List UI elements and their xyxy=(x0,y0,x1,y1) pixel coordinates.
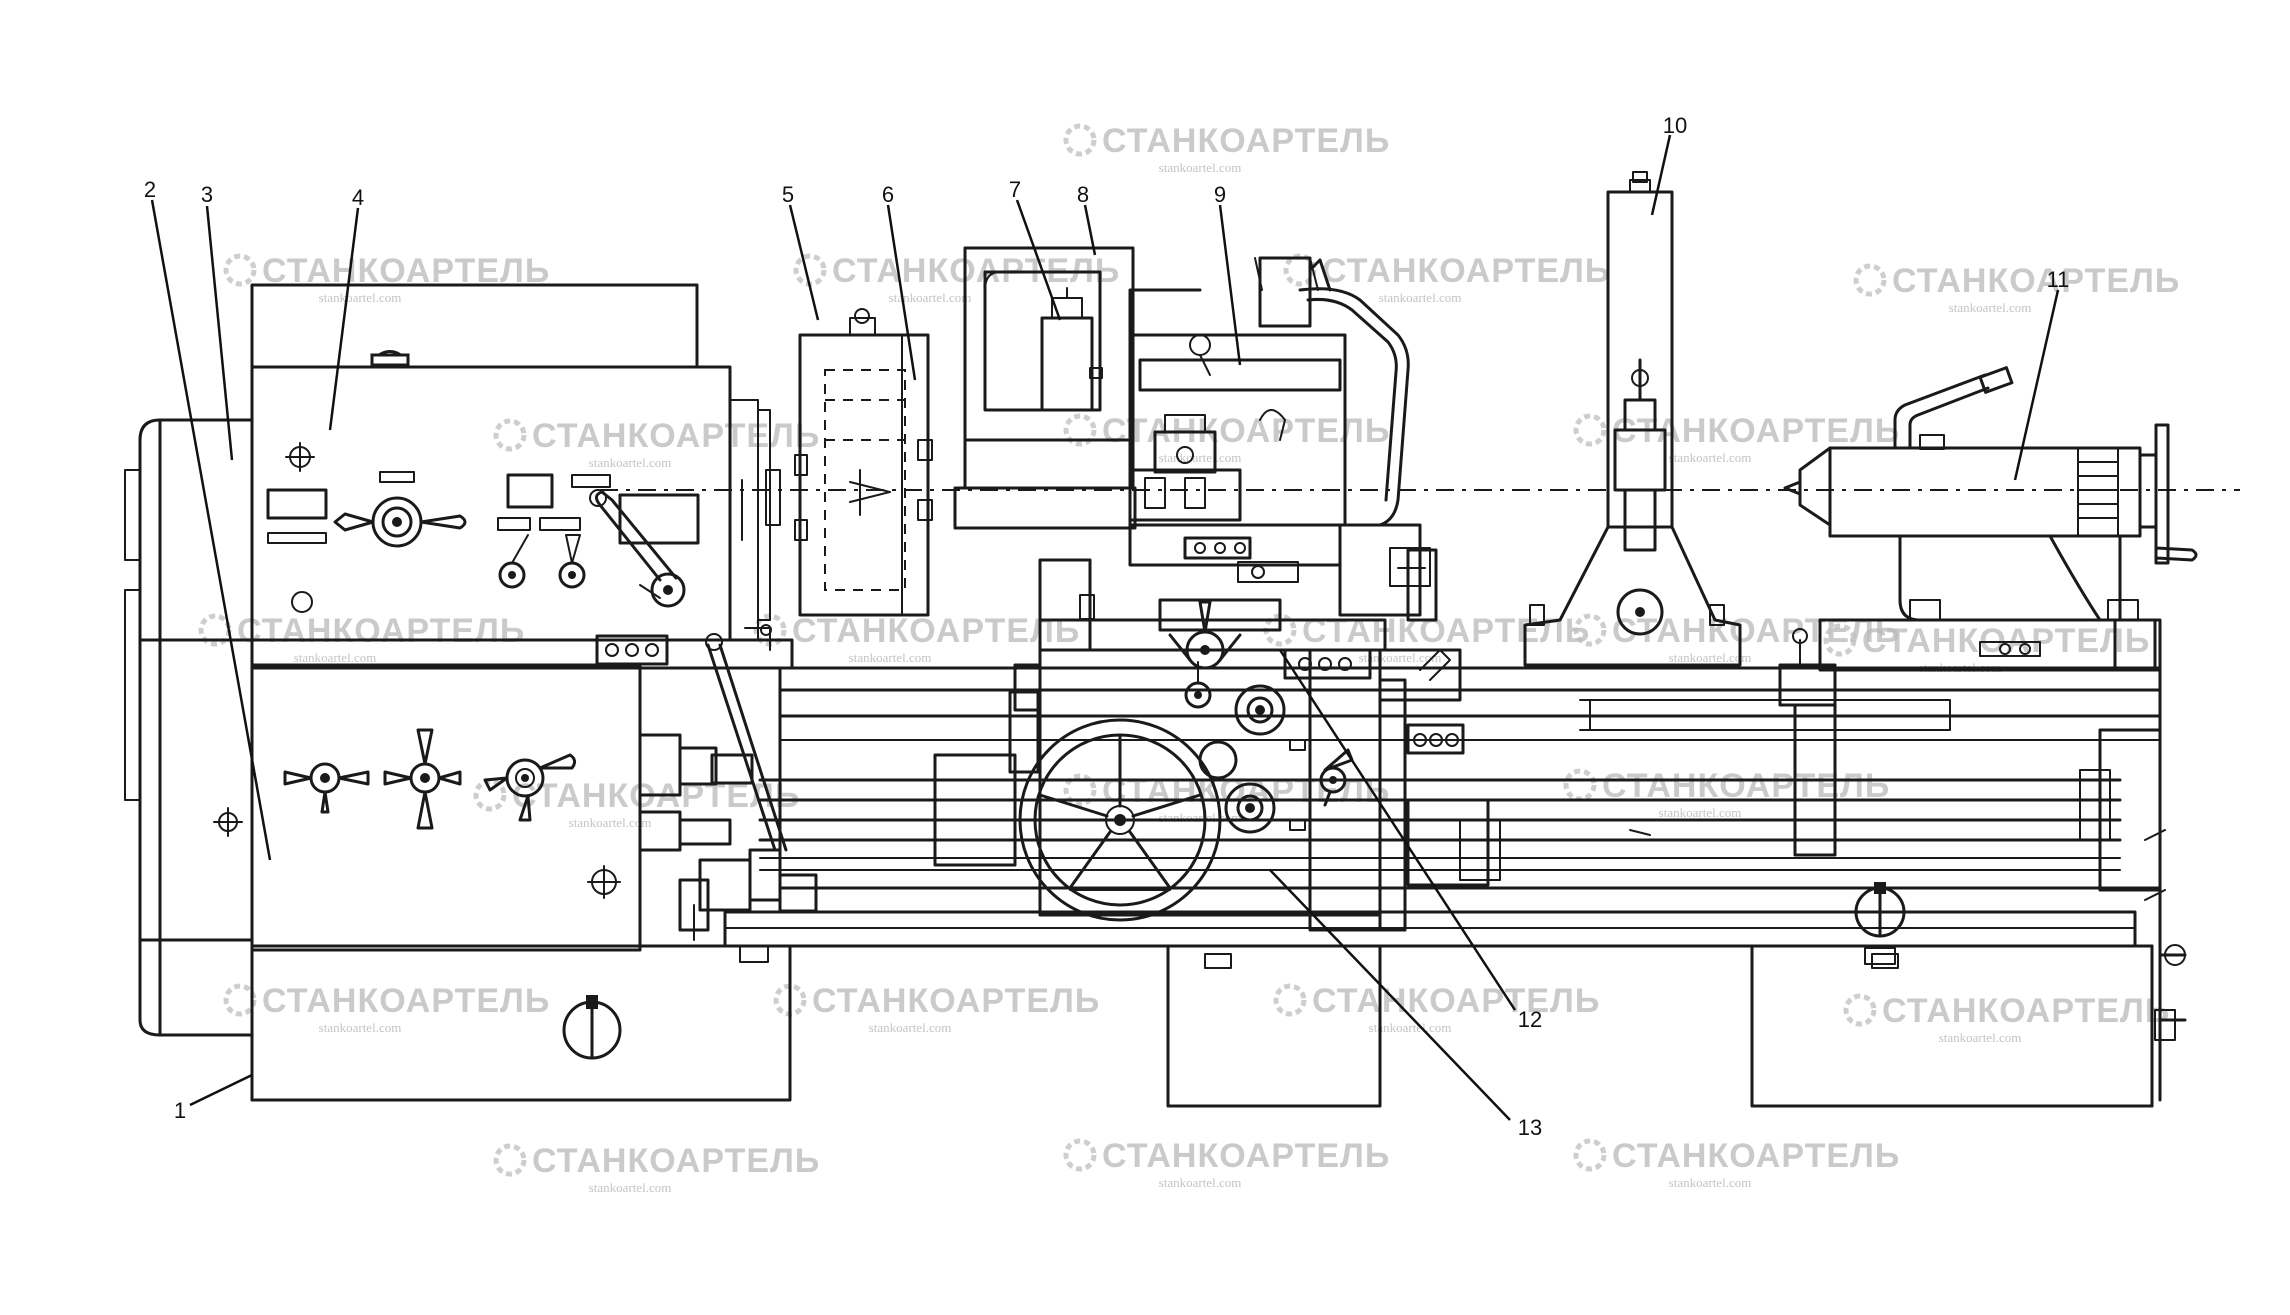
callout-5: 5 xyxy=(782,182,794,207)
tailstock xyxy=(1778,366,2198,965)
callout-3: 3 xyxy=(201,182,213,207)
headstock xyxy=(250,283,781,651)
watermark-url: stankoartel.com xyxy=(1159,160,1242,175)
gear-icon xyxy=(793,253,827,287)
gear-icon xyxy=(493,1143,527,1177)
gear-icon xyxy=(1273,983,1307,1017)
gear-icon xyxy=(223,983,257,1017)
gear-icon xyxy=(1063,1138,1097,1172)
gear-icon xyxy=(223,253,257,287)
callout-7: 7 xyxy=(1009,177,1021,202)
gear-icon xyxy=(1063,123,1097,157)
watermark-layer: СТАНКОАРТЕЛЬstankoartel.comСТАНКОАРТЕЛЬs… xyxy=(198,122,2180,1195)
watermark-url: stankoartel.com xyxy=(1659,805,1742,820)
watermark-name: СТАНКОАРТЕЛЬ xyxy=(1102,772,1390,810)
watermark-url: stankoartel.com xyxy=(294,650,377,665)
watermark-name: СТАНКОАРТЕЛЬ xyxy=(1892,262,2180,300)
gear-icon xyxy=(1823,623,1857,657)
watermark-url: stankoartel.com xyxy=(569,815,652,830)
gear-icon xyxy=(1063,413,1097,447)
callout-11: 11 xyxy=(2047,267,2070,292)
gearbox-controls xyxy=(283,633,818,941)
watermark-name: СТАНКОАРТЕЛЬ xyxy=(1302,612,1590,650)
steady-rest xyxy=(1523,171,1742,667)
callout-6: 6 xyxy=(882,182,894,207)
callout-1: 1 xyxy=(174,1098,186,1123)
watermark-url: stankoartel.com xyxy=(1369,1020,1452,1035)
watermark-url: stankoartel.com xyxy=(589,1180,672,1195)
watermark-url: stankoartel.com xyxy=(849,650,932,665)
gear-icon xyxy=(473,778,507,812)
watermark-name: СТАНКОАРТЕЛЬ xyxy=(1612,612,1900,650)
gear-icon xyxy=(1573,613,1607,647)
gear-icon xyxy=(1063,773,1097,807)
callout-numbers: 1 2 3 4 5 6 7 8 9 10 11 12 13 xyxy=(144,113,2070,1140)
callout-leaders xyxy=(150,134,2060,1121)
watermark-name: СТАНКОАРТЕЛЬ xyxy=(1882,992,2170,1030)
watermark-url: stankoartel.com xyxy=(869,1020,952,1035)
watermark-url: stankoartel.com xyxy=(589,455,672,470)
gear-icon xyxy=(1573,1138,1607,1172)
watermark-name: СТАНКОАРТЕЛЬ xyxy=(812,982,1100,1020)
watermark-name: СТАНКОАРТЕЛЬ xyxy=(1102,122,1390,160)
watermark-url: stankoartel.com xyxy=(1669,650,1752,665)
watermark-name: СТАНКОАРТЕЛЬ xyxy=(532,1142,820,1180)
watermark-url: stankoartel.com xyxy=(1939,1030,2022,1045)
lathe-base-cabinets xyxy=(250,944,2154,1108)
watermark-name: СТАНКОАРТЕЛЬ xyxy=(532,417,820,455)
watermark-name: СТАНКОАРТЕЛЬ xyxy=(792,612,1080,650)
callout-12: 12 xyxy=(1518,1007,1542,1032)
watermark-name: СТАНКОАРТЕЛЬ xyxy=(262,982,550,1020)
watermark-url: stankoartel.com xyxy=(1159,1175,1242,1190)
callout-10: 10 xyxy=(1663,113,1687,138)
gear-icon xyxy=(1573,413,1607,447)
watermark-name: СТАНКОАРТЕЛЬ xyxy=(1322,252,1610,290)
watermark-url: stankoartel.com xyxy=(1669,1175,1752,1190)
watermark-name: СТАНКОАРТЕЛЬ xyxy=(1102,412,1390,450)
gear-icon xyxy=(1563,768,1597,802)
callout-2: 2 xyxy=(144,177,156,202)
watermark-name: СТАНКОАРТЕЛЬ xyxy=(1312,982,1600,1020)
callout-9: 9 xyxy=(1214,182,1226,207)
callout-13: 13 xyxy=(1518,1115,1542,1140)
gear-icon xyxy=(1853,263,1887,297)
watermark-url: stankoartel.com xyxy=(889,290,972,305)
watermark-name: СТАНКОАРТЕЛЬ xyxy=(237,612,525,650)
chuck-guard xyxy=(794,308,933,617)
watermark-url: stankoartel.com xyxy=(319,1020,402,1035)
watermark-url: stankoartel.com xyxy=(1669,450,1752,465)
watermark-name: СТАНКОАРТЕЛЬ xyxy=(1612,1137,1900,1175)
gear-icon xyxy=(1843,993,1877,1027)
safety-screen xyxy=(953,246,1137,530)
watermark-url: stankoartel.com xyxy=(319,290,402,305)
watermark-url: stankoartel.com xyxy=(1379,290,1462,305)
carriage xyxy=(1038,256,1438,652)
callout-4: 4 xyxy=(352,185,364,210)
callout-8: 8 xyxy=(1077,182,1089,207)
gear-icon xyxy=(493,418,527,452)
watermark-url: stankoartel.com xyxy=(1949,300,2032,315)
watermark-url: stankoartel.com xyxy=(1159,450,1242,465)
watermark-name: СТАНКОАРТЕЛЬ xyxy=(1102,1137,1390,1175)
